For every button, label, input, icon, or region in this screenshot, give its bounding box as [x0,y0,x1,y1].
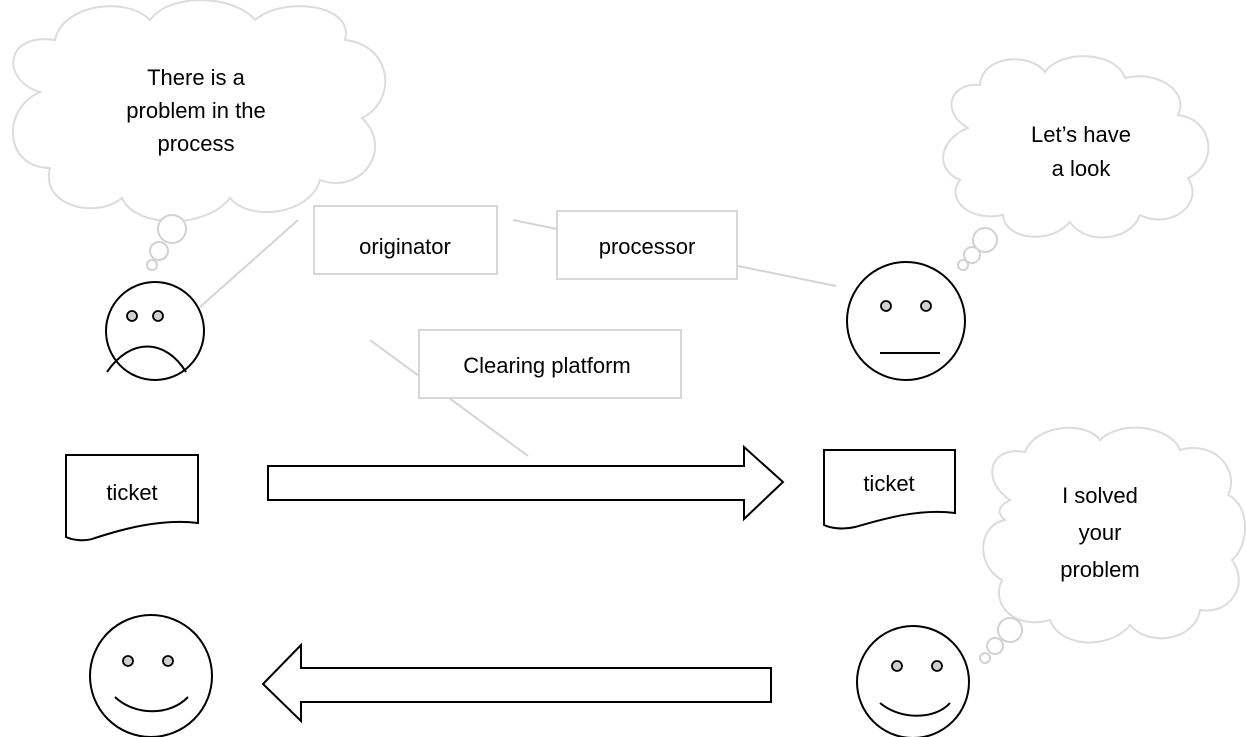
processor-label: processor [599,234,696,259]
forward-arrow [267,444,785,522]
originator-happy-face [89,614,213,737]
originator-thought-line-3: process [157,131,234,156]
processor-happy-face [856,625,970,737]
right-ticket-document: ticket [823,449,956,530]
clearing-platform-label-box: Clearing platform [418,329,682,399]
processor-neutral-face [846,261,966,381]
processor-thought-line-2: a look [1052,156,1112,181]
originator-thought-line-2: problem in the [126,98,265,123]
left-ticket-label: ticket [106,480,157,505]
originator-connector-line [199,219,299,308]
solved-line-2: your [1079,520,1122,545]
originator-thought-line-1: There is a [147,65,246,90]
originator-sad-face [105,281,205,381]
processor-label-box: processor [556,210,738,280]
right-ticket-label: ticket [863,471,914,496]
left-ticket-document: ticket [65,454,199,542]
solved-line-1: I solved [1062,483,1138,508]
clearing-platform-label: Clearing platform [463,353,631,378]
originator-label-box: originator [313,205,498,275]
originator-label: originator [359,234,451,259]
originator-thought-bubble: There is a problem in the process [11,0,387,271]
processor-thought-bubble: Let’s have a look [942,55,1210,271]
solved-line-3: problem [1060,557,1139,582]
processor-thought-line-1: Let’s have [1031,122,1131,147]
return-arrow [261,642,772,724]
processor-solved-bubble: I solved your problem [979,426,1246,664]
